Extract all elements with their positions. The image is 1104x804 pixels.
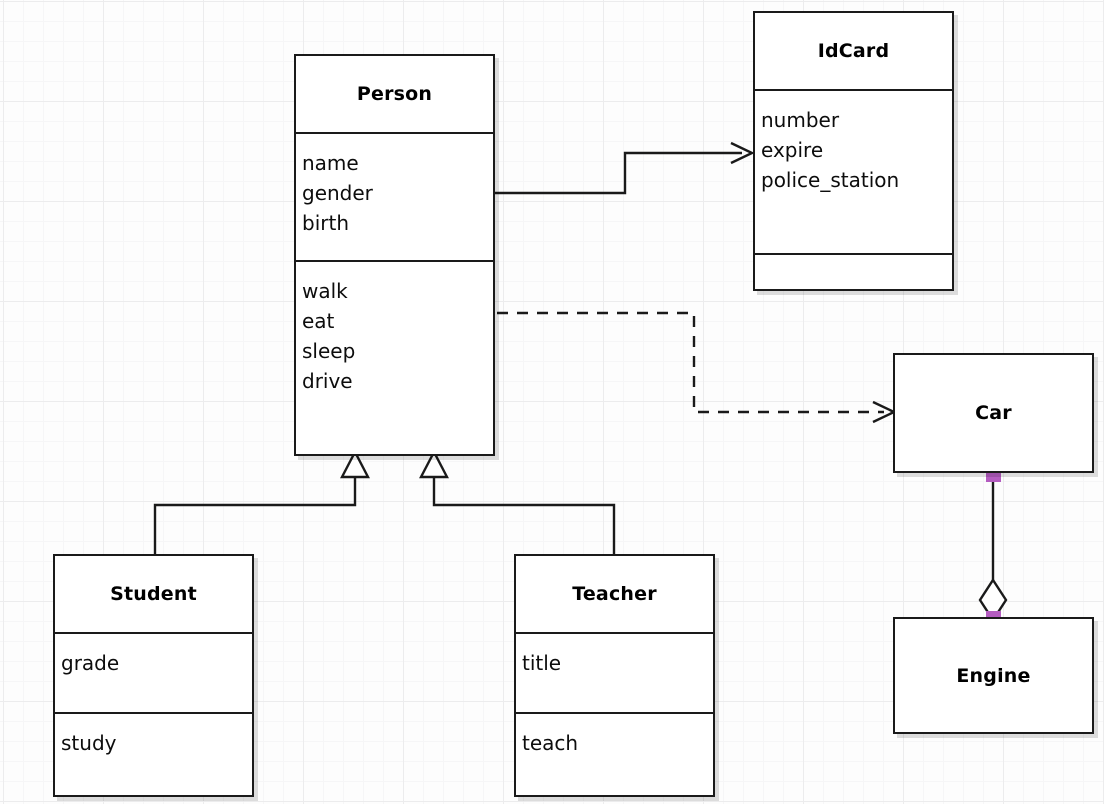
method-item: drive <box>302 369 353 393</box>
class-title-person: Person <box>356 83 433 105</box>
class-title-teacher: Teacher <box>572 583 657 605</box>
class-title-idcard: IdCard <box>817 40 890 62</box>
attribute-item: number <box>761 108 840 132</box>
method-item: eat <box>302 309 335 333</box>
class-methods-student: study <box>55 712 252 795</box>
attribute-item: birth <box>302 211 349 235</box>
class-box-engine[interactable]: Engine <box>893 617 1094 734</box>
attribute-item: gender <box>302 181 373 205</box>
class-attributes-idcard: number expire police_station <box>755 89 952 253</box>
attribute-item: title <box>522 651 562 675</box>
class-title-student: Student <box>110 583 197 605</box>
method-item: walk <box>302 279 348 303</box>
class-attributes-person: name gender birth <box>296 132 493 260</box>
class-methods-idcard <box>755 253 952 289</box>
connector-car-engine[interactable] <box>978 467 1008 626</box>
class-attributes-teacher: title <box>516 632 713 712</box>
class-box-person[interactable]: Person name gender birth walk eat sleep … <box>294 54 495 456</box>
attribute-item: police_station <box>761 168 900 192</box>
class-box-idcard[interactable]: IdCard number expire police_station <box>753 11 954 291</box>
class-methods-person: walk eat sleep drive <box>296 260 493 454</box>
class-attributes-student: grade <box>55 632 252 712</box>
connector-person-car[interactable] <box>497 311 897 424</box>
class-title-engine: Engine <box>956 664 1031 687</box>
class-methods-teacher: teach <box>516 712 713 795</box>
class-box-teacher[interactable]: Teacher title teach <box>514 554 715 797</box>
attribute-item: expire <box>761 138 824 162</box>
attribute-item: name <box>302 151 359 175</box>
method-item: study <box>61 731 117 755</box>
class-box-student[interactable]: Student grade study <box>53 554 254 797</box>
method-item: teach <box>522 731 579 755</box>
method-item: sleep <box>302 339 356 363</box>
connector-teacher-person[interactable] <box>419 449 616 554</box>
connector-person-idcard[interactable] <box>495 141 755 195</box>
class-box-car[interactable]: Car <box>893 353 1094 473</box>
class-title-car: Car <box>975 402 1012 424</box>
attribute-item: grade <box>61 651 120 675</box>
connector-student-person[interactable] <box>153 449 370 554</box>
